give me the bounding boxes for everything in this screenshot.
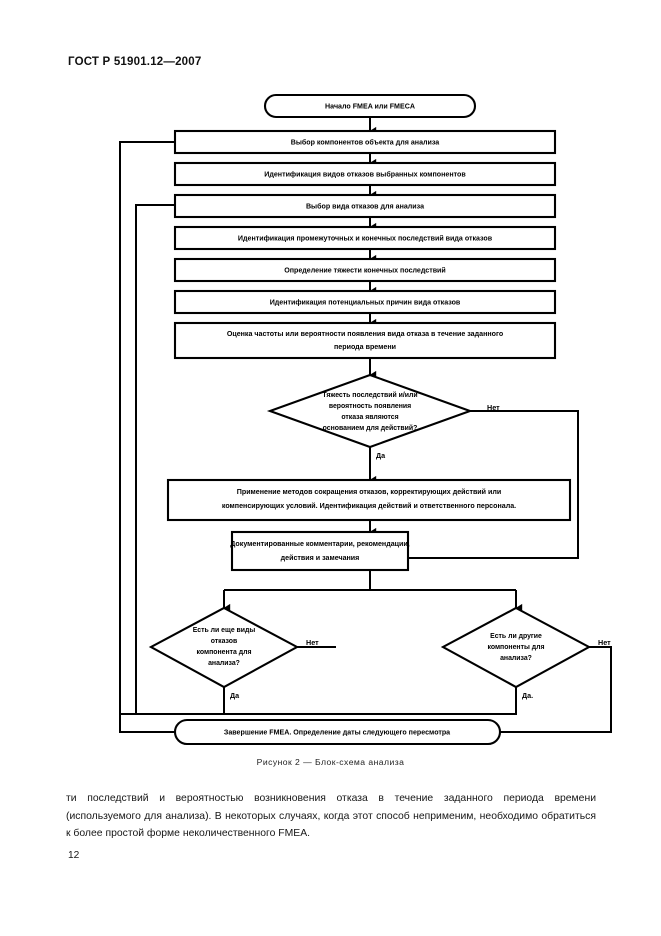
start-terminator-label: Начало FMEA или FMECA — [325, 102, 415, 110]
end-terminator-label: Завершение FMEA. Определение даты следую… — [224, 728, 450, 736]
decision-1-label-line1: Тяжесть последствий и/или — [322, 391, 417, 399]
flowchart-node-step-8[interactable]: Применение методов сокращения отказов, к… — [166, 478, 572, 522]
decision-3-label-line2: компоненты для — [487, 644, 544, 651]
step-7-label-line2: периода времени — [334, 343, 396, 351]
decision-2-shape — [148, 606, 300, 689]
connector-decision1-no-to-step9 — [401, 410, 579, 563]
flowchart-node-step-5[interactable]: Определение тяжести конечных последствий — [173, 257, 557, 283]
step-8-label-line2: компенсирующих условий. Идентификация де… — [222, 502, 516, 510]
step-3-label: Выбор вида отказов для анализа — [306, 202, 424, 210]
decision-2-label-line1: Есть ли еще виды — [193, 627, 256, 634]
decision-1-no-label: Нет — [487, 403, 500, 412]
step-9-label-line1: Документированные комментарии, рекоменда… — [230, 540, 409, 548]
flowchart-node-decision-3[interactable]: Есть ли другие компоненты для анализа? — [440, 606, 592, 689]
step-2-shape — [173, 161, 557, 187]
page-number: 12 — [68, 850, 80, 861]
decision-2-label-line2: отказов — [211, 638, 237, 645]
flowchart-svg: Начало FMEA или FMECA Выбор компонентов … — [119, 93, 612, 746]
step-9-shape — [230, 530, 410, 572]
decision-3-shape — [440, 606, 592, 689]
decision-2-label-line4: анализа? — [208, 660, 240, 667]
decision-3-label-line3: анализа? — [500, 655, 532, 662]
decision-2-no-label: Нет — [306, 638, 319, 647]
flowchart-node-decision-1[interactable]: Тяжесть последствий и/или вероятность по… — [266, 373, 474, 449]
step-6-label: Идентификация потенциальных причин вида … — [270, 298, 461, 306]
decision-1-label-line2: вероятность появления — [329, 403, 411, 410]
step-2-label: Идентификация видов отказов выбранных ко… — [264, 170, 466, 178]
step-5-shape — [173, 257, 557, 283]
step-1-label: Выбор компонентов объекта для анализа — [291, 138, 440, 146]
decision-1-shape — [266, 373, 474, 449]
step-7-label-line1: Оценка частоты или вероятности появления… — [227, 330, 504, 338]
step-6-shape — [173, 289, 557, 315]
flowchart-node-step-3[interactable]: Выбор вида отказов для анализа — [173, 193, 557, 219]
decision-2-label-line3: компонента для — [197, 649, 252, 656]
step-4-shape — [173, 225, 557, 251]
figure-caption: Рисунок 2 — Блок-схема анализа — [256, 757, 405, 767]
flowchart-node-end[interactable]: Завершение FMEA. Определение даты следую… — [173, 718, 502, 746]
flowchart-node-step-6[interactable]: Идентификация потенциальных причин вида … — [173, 289, 557, 315]
flowchart-node-step-4[interactable]: Идентификация промежуточных и конечных п… — [173, 225, 557, 251]
step-7-shape — [173, 321, 557, 360]
decision-3-no-label: Нет — [598, 638, 611, 647]
flowchart-node-start[interactable]: Начало FMEA или FMECA — [263, 93, 477, 119]
connector-left-rail-to-end — [119, 714, 180, 733]
decision-1-label-line4: основанием для действий? — [323, 424, 418, 432]
step-5-label: Определение тяжести конечных последствий — [284, 266, 446, 274]
step-8-label-line1: Применение методов сокращения отказов, к… — [237, 488, 501, 496]
flowchart-figure: Начало FMEA или FMECA Выбор компонентов … — [0, 80, 661, 760]
decision-1-label-line3: отказа являются — [341, 414, 398, 421]
decision-1-yes-label: Да — [376, 451, 386, 460]
start-terminator-shape — [263, 93, 477, 119]
connector-decision3-no-to-end — [493, 646, 612, 737]
step-9-label-line2: действия и замечания — [281, 554, 360, 562]
flowchart-node-step-9[interactable]: Документированные комментарии, рекоменда… — [230, 530, 410, 572]
decision-3-label-line1: Есть ли другие — [490, 633, 542, 640]
body-paragraph: ти последствий и вероятностью возникнове… — [66, 793, 596, 840]
decision-3-yes-label: Да. — [522, 691, 533, 700]
step-4-label: Идентификация промежуточных и конечных п… — [238, 234, 493, 242]
flowchart-node-step-2[interactable]: Идентификация видов отказов выбранных ко… — [173, 161, 557, 187]
flowchart-node-step-1[interactable]: Выбор компонентов объекта для анализа — [173, 129, 557, 155]
end-terminator-shape — [173, 718, 502, 746]
step-3-shape — [173, 193, 557, 219]
step-8-shape — [166, 478, 572, 522]
step-1-shape — [173, 129, 557, 155]
flowchart-node-decision-2[interactable]: Есть ли еще виды отказов компонента для … — [148, 606, 300, 689]
decision-2-yes-label: Да — [230, 691, 240, 700]
flowchart-node-step-7[interactable]: Оценка частоты или вероятности появления… — [173, 321, 557, 360]
document-header-standard-number: ГОСТ Р 51901.12—2007 — [68, 56, 202, 68]
